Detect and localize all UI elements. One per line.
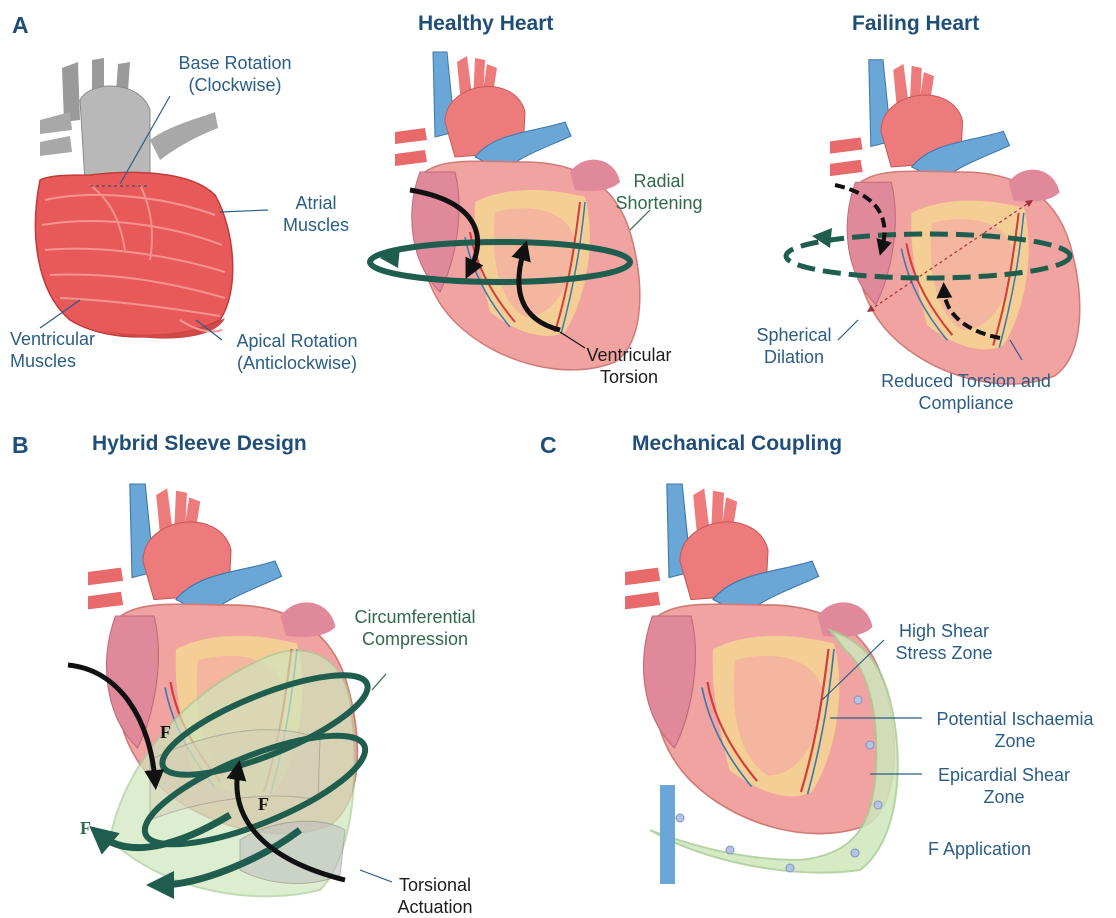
label-torsional-line1: Torsional [380,874,490,896]
label-circumferential-line2: Compression [340,628,490,650]
label-radial-line1: Radial [604,170,714,192]
label-epicardial-shear-zone: Epicardial Shear Zone [924,764,1084,808]
label-atrial-line1: Atrial [266,192,366,214]
title-failing-heart: Failing Heart [852,12,979,36]
label-ischaemia-line2: Zone [924,730,1106,752]
label-ischaemia-line1: Potential Ischaemia [924,708,1106,730]
title-mechanical-coupling: Mechanical Coupling [632,432,842,456]
label-torsional-line2: Actuation [380,896,490,918]
label-torsion-line2: Torsion [574,366,684,388]
sleeve-overlay [68,650,392,896]
label-spherical-line2: Dilation [744,346,844,368]
title-healthy-heart: Healthy Heart [418,12,553,36]
force-label-green: F [80,818,91,839]
label-radial-line2: Shortening [604,192,714,214]
panel-label-b: B [12,432,29,459]
label-ventricular-line1: Ventricular [10,328,95,350]
label-high-shear-line1: High Shear [874,620,1014,642]
label-radial-shortening: Radial Shortening [604,170,714,214]
label-high-shear-line2: Stress Zone [874,642,1014,664]
label-base-rotation-line2: (Clockwise) [150,74,320,96]
label-reduced-torsion: Reduced Torsion and Compliance [856,370,1076,414]
label-torsion-line1: Ventricular [574,344,684,366]
label-apical-rotation: Apical Rotation (Anticlockwise) [212,330,382,374]
label-circumferential-compression: Circumferential Compression [340,606,490,650]
label-torsional-actuation: Torsional Actuation [380,874,490,918]
label-ventricular-line2: Muscles [10,350,95,372]
label-ventricular-torsion: Ventricular Torsion [574,344,684,388]
label-atrial-line2: Muscles [266,214,366,236]
force-label-sleeve: F [258,794,269,815]
label-spherical-line1: Spherical [744,324,844,346]
panel-label-c: C [540,432,557,459]
label-atrial-muscles: Atrial Muscles [266,192,366,236]
label-epicardial-line2: Zone [924,786,1084,808]
label-circumferential-line1: Circumferential [340,606,490,628]
label-apical-line1: Apical Rotation [212,330,382,352]
label-base-rotation-line1: Base Rotation [150,52,320,74]
label-epicardial-line1: Epicardial Shear [924,764,1084,786]
title-hybrid-sleeve: Hybrid Sleeve Design [92,432,307,456]
label-base-rotation: Base Rotation (Clockwise) [150,52,320,96]
label-ischaemia-zone: Potential Ischaemia Zone [924,708,1106,752]
label-high-shear-zone: High Shear Stress Zone [874,620,1014,664]
label-apical-line2: (Anticlockwise) [212,352,382,374]
failing-heart-illustration [830,60,1080,384]
label-reduced-line2: Compliance [856,392,1076,414]
force-label-heart: F [160,722,171,743]
label-ventricular-muscles: Ventricular Muscles [10,328,95,372]
label-reduced-line1: Reduced Torsion and [856,370,1076,392]
label-spherical-dilation: Spherical Dilation [744,324,844,368]
label-f-application: F Application [928,838,1031,860]
panel-label-a: A [12,12,29,39]
muscle-heart-illustration [35,58,232,339]
